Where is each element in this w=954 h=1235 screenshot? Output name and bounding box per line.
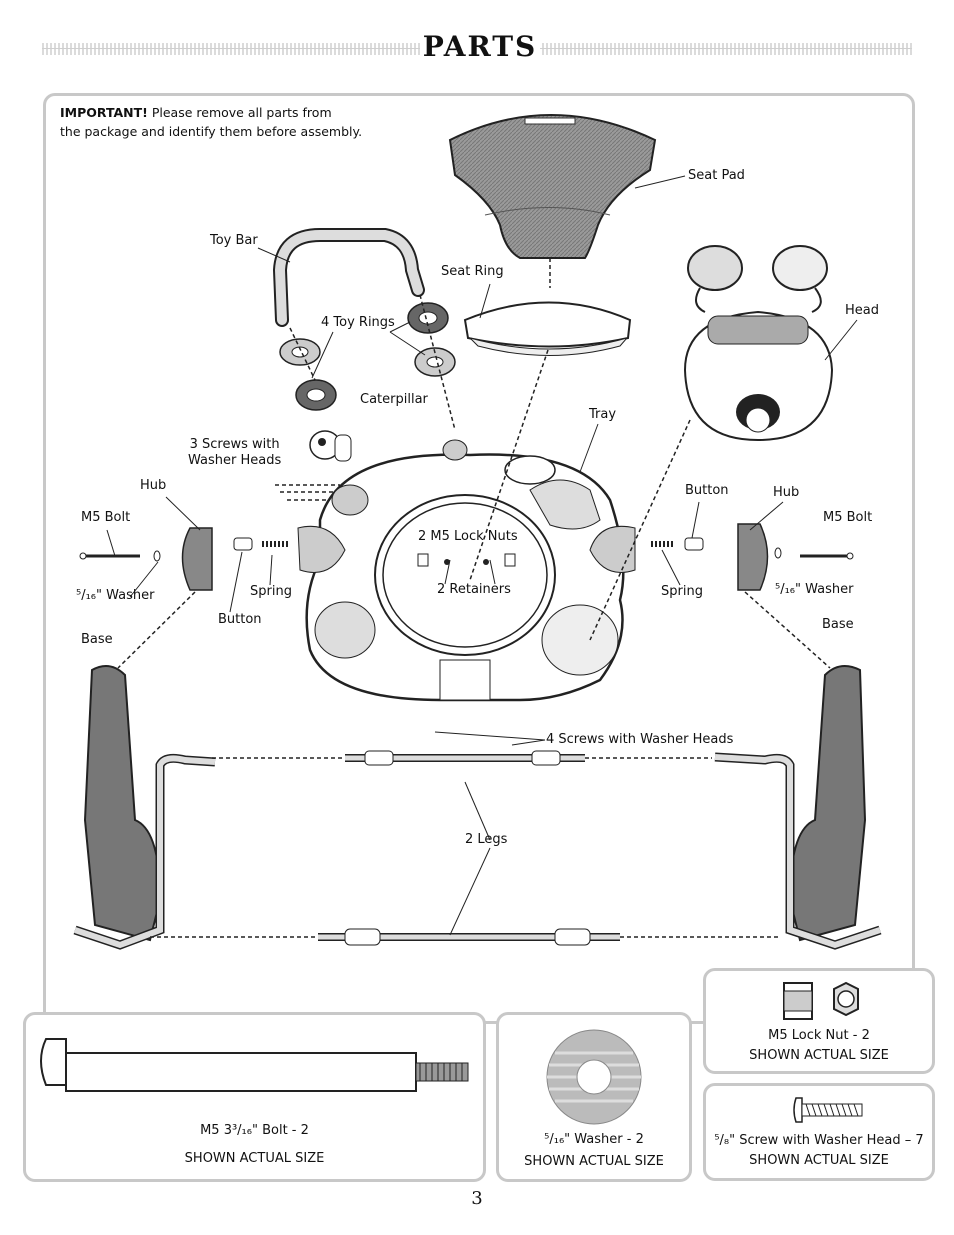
screw-shown-actual-size: SHOWN ACTUAL SIZE: [749, 1153, 889, 1168]
washer-shown-actual-size: SHOWN ACTUAL SIZE: [524, 1154, 664, 1169]
toy-bar-illustration: [272, 228, 425, 327]
caterpillar-illustration: [309, 430, 352, 462]
head-illustration: [683, 245, 834, 442]
lock-nut-icon: [783, 981, 859, 1020]
label-retainers: 2 Retainers: [437, 582, 511, 597]
label-3-screws: 3 Screws with Washer Heads: [188, 437, 281, 469]
label-head: Head: [845, 303, 879, 318]
label-3-screws-line2: Washer Heads: [188, 453, 282, 468]
label-m5-bolt-right: M5 Bolt: [823, 510, 873, 525]
bolt-shown-actual-size: SHOWN ACTUAL SIZE: [184, 1151, 325, 1166]
washer-icon: [546, 1029, 642, 1125]
lock-nut-shown-actual-size: SHOWN ACTUAL SIZE: [749, 1048, 889, 1063]
label-spring-left: Spring: [250, 584, 292, 599]
label-seat-pad: Seat Pad: [688, 168, 745, 183]
screw-icon: [793, 1097, 863, 1123]
bolt-caption: M5 3³/₁₆" Bolt - 2: [200, 1123, 309, 1138]
intro-text: IMPORTANT! Please remove all parts from …: [60, 103, 362, 141]
screw-caption: ⁵/₈" Screw with Washer Head – 7: [714, 1133, 924, 1148]
label-4-screws: 4 Screws with Washer Heads: [546, 732, 734, 747]
intro-line1: Please remove all parts from: [147, 105, 332, 120]
seat-pad-illustration: [448, 114, 657, 259]
label-base-left: Base: [81, 632, 113, 647]
label-3-screws-line1: 3 Screws with: [189, 437, 280, 452]
bolt-actual-size-box: M5 3³/₁₆" Bolt - 2 SHOWN ACTUAL SIZE: [23, 1012, 486, 1182]
important-label: IMPORTANT!: [60, 105, 148, 120]
label-caterpillar: Caterpillar: [360, 392, 428, 407]
screw-actual-size-box: ⁵/₈" Screw with Washer Head – 7 SHOWN AC…: [703, 1083, 935, 1181]
label-legs: 2 Legs: [465, 832, 508, 847]
leader-lines: [106, 175, 858, 936]
label-hub-left: Hub: [140, 478, 167, 493]
lock-nut-caption: M5 Lock Nut - 2: [768, 1028, 870, 1043]
seat-ring-illustration: [463, 301, 632, 356]
page-title: PARTS: [420, 30, 540, 64]
label-washer-right: ⁵/₁₆" Washer: [775, 582, 854, 597]
assembly-lines: [117, 258, 831, 938]
bolt-icon: [40, 1038, 469, 1092]
tray-illustration: [297, 439, 636, 702]
label-button-right: Button: [685, 483, 729, 498]
label-lock-nuts: 2 M5 Lock Nuts: [418, 529, 518, 544]
legs-illustration: [318, 750, 620, 946]
label-tray: Tray: [589, 407, 617, 422]
left-base-illustration: [73, 665, 216, 950]
label-washer-left: ⁵/₁₆" Washer: [76, 588, 155, 603]
label-spring-right: Spring: [661, 584, 703, 599]
intro-line2: the package and identify them before ass…: [60, 124, 363, 139]
washer-actual-size-box: ⁵/₁₆" Washer - 2 SHOWN ACTUAL SIZE: [496, 1012, 692, 1182]
page-number: 3: [462, 1188, 492, 1209]
right-base-illustration: [714, 665, 882, 950]
label-hub-right: Hub: [773, 485, 800, 500]
label-base-right: Base: [822, 617, 854, 632]
label-seat-ring: Seat Ring: [441, 264, 504, 279]
label-toy-bar: Toy Bar: [210, 233, 258, 248]
left-hub-assembly: [79, 527, 290, 591]
lock-nut-actual-size-box: M5 Lock Nut - 2 SHOWN ACTUAL SIZE: [703, 968, 935, 1074]
label-m5-bolt-left: M5 Bolt: [81, 510, 131, 525]
washer-caption: ⁵/₁₆" Washer - 2: [544, 1132, 644, 1147]
right-hub-assembly: [651, 523, 854, 591]
label-button-left: Button: [218, 612, 262, 627]
label-toy-rings: 4 Toy Rings: [321, 315, 395, 330]
lock-nuts-retainers: [417, 553, 516, 567]
